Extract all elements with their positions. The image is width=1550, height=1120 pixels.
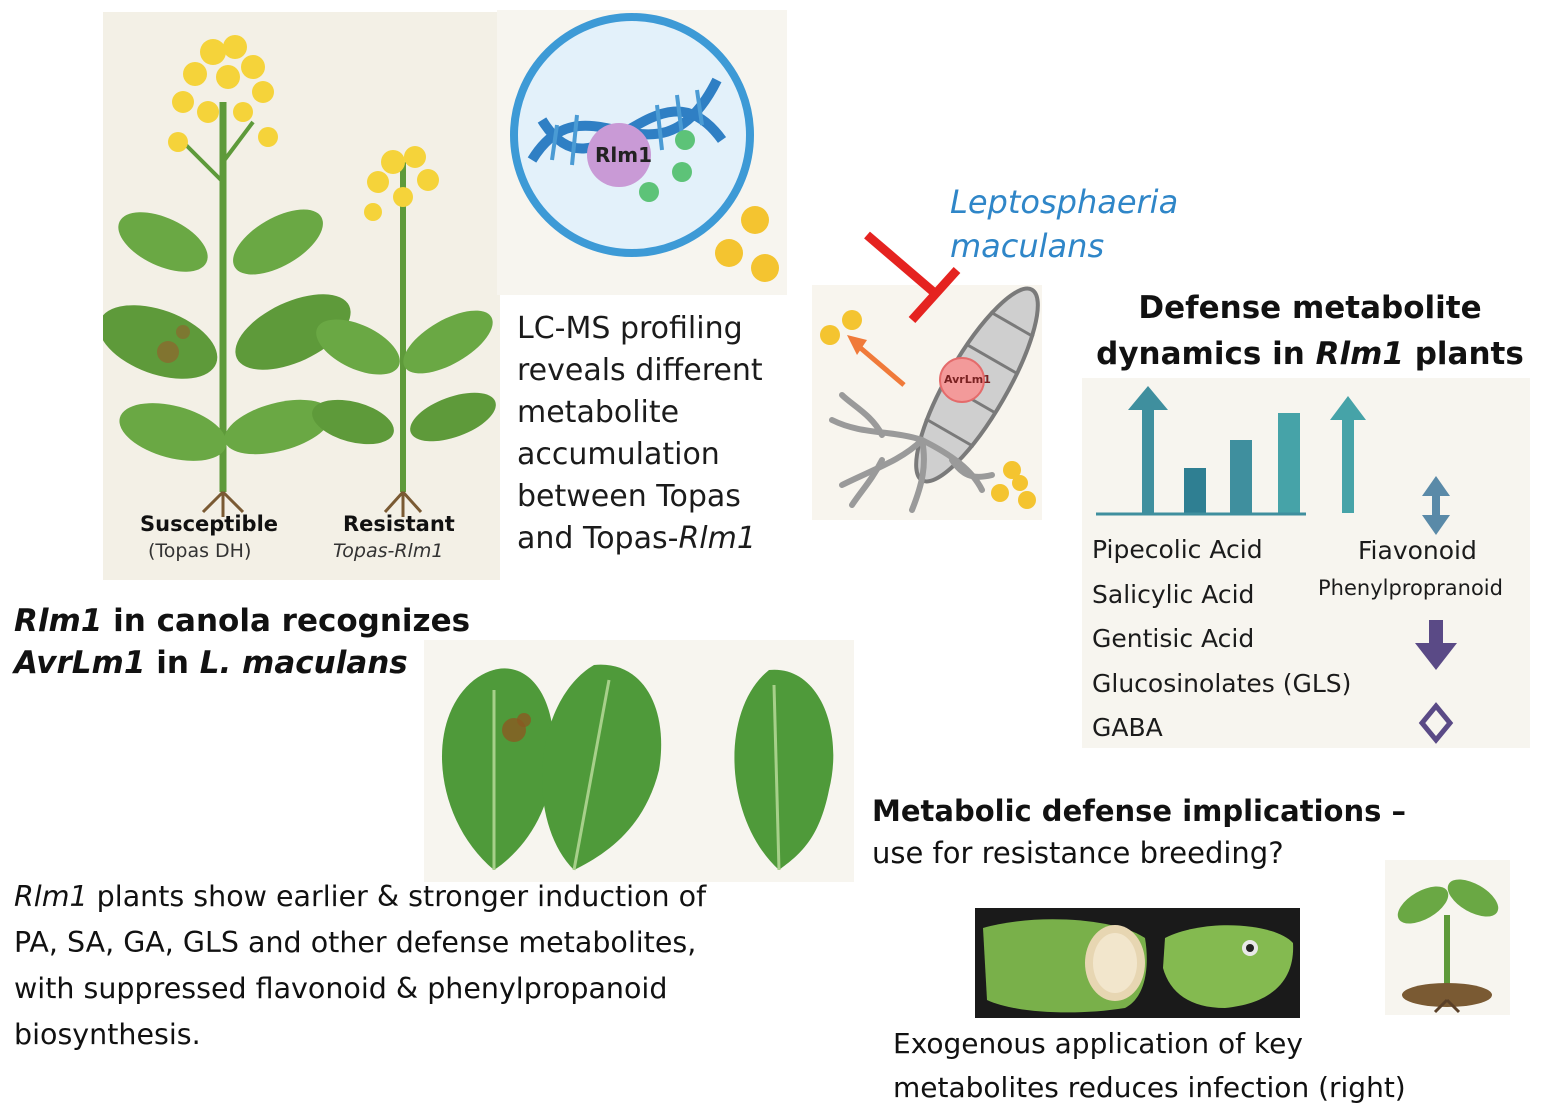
exogenous-text: Exogenous application of key metabolites… — [893, 1027, 1406, 1104]
middle-leaf — [541, 664, 662, 871]
flavonoid-label: Fiavonoid — [1358, 536, 1477, 565]
bidirectional-arrow-icon — [1422, 476, 1450, 535]
leaves-illustration — [441, 664, 834, 871]
lcms-line-3: metabolite — [517, 395, 680, 430]
pathogen-name: Leptosphaeria maculans — [950, 183, 1179, 265]
resistant-label: Resistant — [343, 512, 455, 536]
dna-illustration — [510, 13, 779, 282]
lcms-line-1: LC-MS profiling — [517, 311, 743, 346]
diamond-arrow-icon — [1418, 702, 1454, 744]
down-arrow-icon — [1415, 620, 1457, 670]
lcms-line-4: accumulation — [517, 437, 720, 472]
induction-text: Rlm1 plants show earlier & stronger indu… — [14, 880, 707, 1051]
secretion-arrow — [855, 343, 906, 387]
implications-text: Metabolic defense implications – use for… — [872, 794, 1406, 870]
gene-circle-panel: Rlm1 — [497, 10, 787, 295]
lcms-line-5: between Topas — [517, 479, 741, 514]
infected-leaf — [441, 668, 554, 870]
dynamics-title: Defense metabolite dynamics in Rlm1 plan… — [1096, 290, 1524, 372]
rlm1-gene-label: Rlm1 — [595, 143, 653, 167]
metabolite-list: Pipecolic Acid Salicylic Acid Gentisic A… — [1092, 528, 1351, 751]
metabolite-item: Glucosinolates (GLS) — [1092, 668, 1352, 698]
infection-photo — [975, 908, 1300, 1018]
metabolite-item: Gentisic Acid — [1092, 624, 1255, 653]
leaves-panel — [424, 640, 854, 882]
metabolite-item: Salicylic Acid — [1092, 579, 1255, 609]
avrlm1-label: AvrLm1 — [944, 373, 991, 386]
metabolite-item: Pipecolic Acid — [1092, 535, 1263, 564]
lcms-line-2: reveals different — [517, 353, 763, 388]
metabolite-item: GABA — [1092, 713, 1163, 742]
susceptible-sublabel: (Topas DH) — [148, 540, 252, 562]
resistant-plant — [312, 146, 496, 517]
susceptible-plant — [98, 35, 351, 517]
resistant-leaf — [734, 669, 834, 871]
dynamics-panel: Pipecolic Acid Salicylic Acid Gentisic A… — [1082, 378, 1530, 748]
lcms-description: LC-MS profiling reveals different metabo… — [517, 308, 763, 560]
resistant-sublabel: Topas-Rlm1 — [333, 540, 444, 562]
seedling-icon — [1397, 879, 1499, 1014]
hyphae-icon — [829, 392, 995, 513]
inhibition-icon — [864, 231, 961, 324]
mini-bar-chart — [1096, 413, 1306, 516]
pathogen-illustration — [812, 231, 1042, 520]
up-arrow-icon-2 — [1330, 396, 1366, 513]
phenylpropanoid-label: Phenylpropranoid — [1318, 576, 1503, 600]
susceptible-label: Susceptible — [140, 512, 279, 536]
plants-panel: Susceptible (Topas DH) Resistant Topas-R… — [98, 12, 500, 580]
seedling-panel — [1385, 860, 1510, 1015]
lcms-line-6: and Topas-Rlm1 — [517, 521, 756, 556]
canola-plants-illustration — [98, 35, 496, 517]
dynamics-chart-illustration — [1096, 386, 1457, 744]
infected-cotyledons-illustration — [983, 919, 1294, 1013]
recognition-heading: Rlm1 in canola recognizes AvrLm1 in L. m… — [14, 603, 471, 681]
up-arrow-icon — [1128, 386, 1168, 513]
